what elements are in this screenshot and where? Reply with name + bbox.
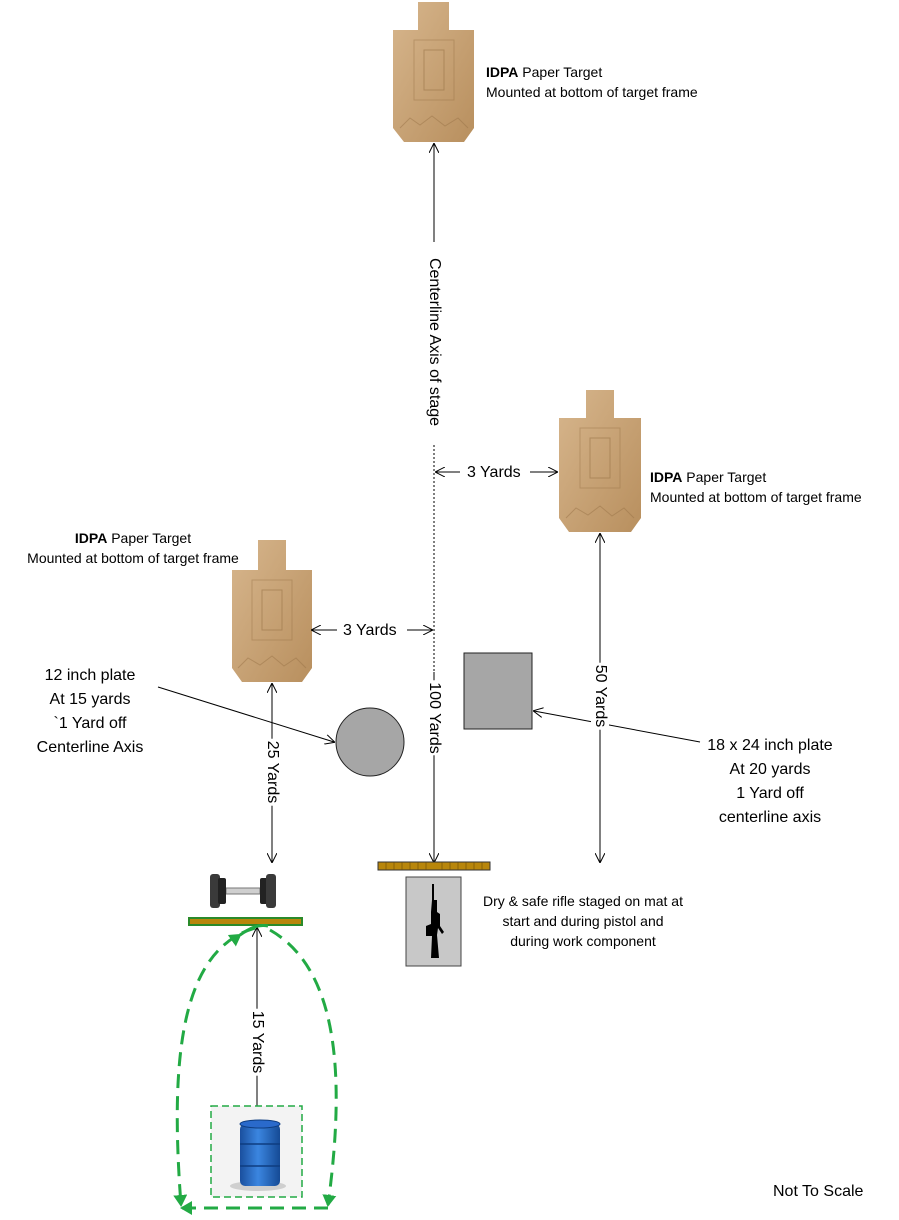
rifle-note: Dry & safe rifle staged on mat at start … <box>483 893 683 949</box>
right-offset-label: 3 Yards <box>467 464 521 481</box>
target-left-label: IDPA Paper Target Mounted at bottom of t… <box>27 530 239 566</box>
barrel-distance-label: 15 Yards <box>248 1008 266 1076</box>
not-to-scale-label: Not To Scale <box>773 1183 864 1200</box>
movement-path-right <box>269 928 338 1207</box>
movement-path-top <box>227 924 269 947</box>
rifle-mat <box>377 861 491 871</box>
round-plate-leader <box>157 686 334 742</box>
rifle-icon <box>405 876 462 967</box>
round-plate-label: 12 inch plate At 15 yards `1 Yard off Ce… <box>36 667 144 756</box>
target-top-label: IDPA Paper Target Mounted at bottom of t… <box>486 64 698 100</box>
dumbbell-icon <box>210 874 276 908</box>
center-distance-label: 100 Yards <box>425 680 443 756</box>
centerline-label: Centerline Axis of stage <box>426 257 443 427</box>
round-plate <box>335 707 405 777</box>
rect-plate <box>463 652 533 730</box>
idpa-target-right <box>559 390 641 532</box>
target-right-label: IDPA Paper Target Mounted at bottom of t… <box>650 469 862 505</box>
rect-plate-leader <box>534 711 701 743</box>
right-distance-label: 50 Yards <box>591 662 609 730</box>
idpa-target-left <box>232 540 312 682</box>
left-offset-label: 3 Yards <box>343 622 397 639</box>
idpa-target-top <box>393 2 474 142</box>
left-distance-label: 25 Yards <box>263 738 281 806</box>
barrel-icon <box>230 1119 286 1191</box>
workout-mat <box>188 917 303 926</box>
rect-plate-label: 18 x 24 inch plate At 20 yards 1 Yard of… <box>707 737 833 826</box>
